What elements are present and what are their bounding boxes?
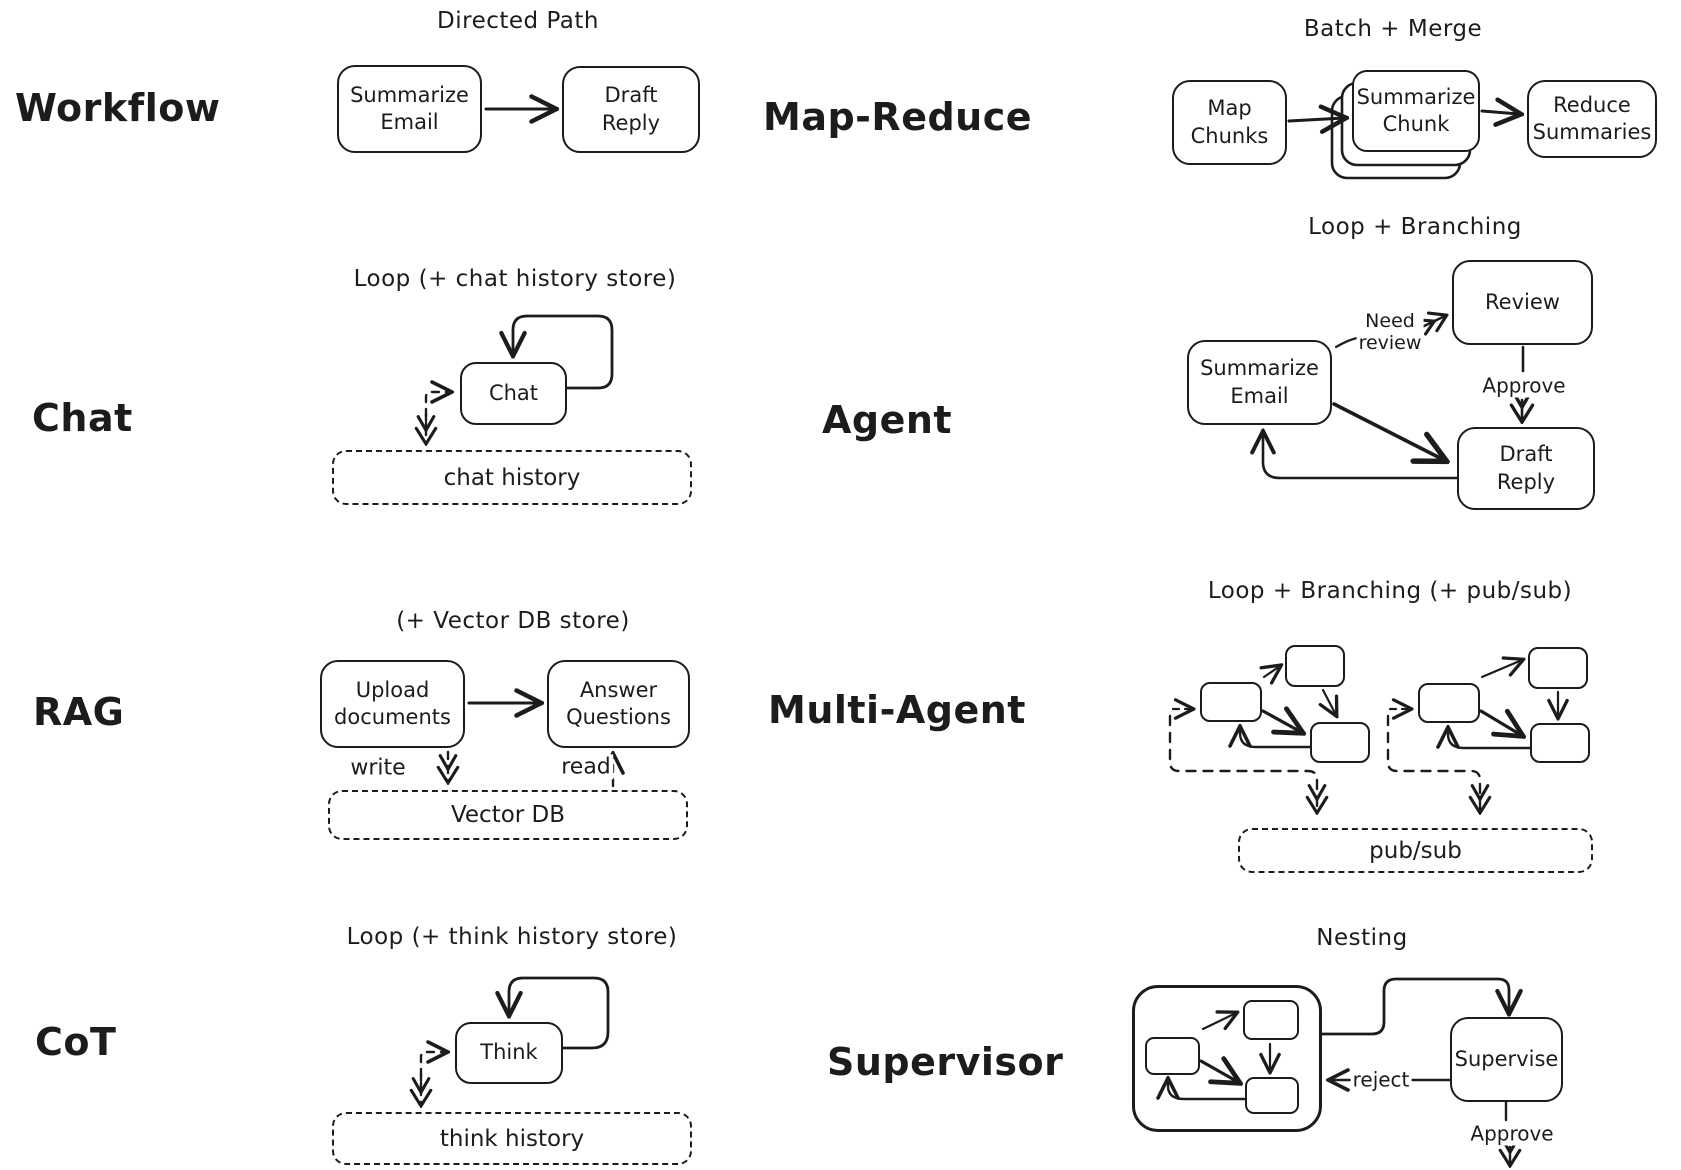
node-chat: Chat (460, 362, 567, 425)
frame-to-supervise-arrow (1320, 977, 1509, 1036)
chat-history-store: chat history (332, 450, 692, 505)
nested-node (1245, 1077, 1299, 1114)
need-review-leader-line (1334, 336, 1359, 349)
rag-arrows (448, 703, 613, 788)
node-answer-questions: Answer Questions (547, 660, 690, 748)
multi-agent-node (1530, 723, 1590, 763)
summarize-to-draft-arrow (1332, 402, 1444, 460)
edge-label-need-review: Need review (1356, 310, 1424, 355)
nested-node (1243, 1000, 1299, 1040)
node-draft-reply: Draft Reply (562, 66, 700, 153)
multi-agent-node (1285, 645, 1345, 687)
nested-node (1145, 1037, 1200, 1075)
summarize-to-reduce-arrow (1480, 111, 1519, 114)
node-supervise: Supervise (1450, 1017, 1563, 1102)
multi-agent-left-cluster-arrows (1168, 666, 1336, 811)
chat-arrows (424, 314, 614, 442)
node-summarize-chunk: Summarize Chunk (1352, 70, 1480, 152)
pubsub-store: pub/sub (1238, 828, 1593, 873)
multi-agent-node (1418, 683, 1480, 723)
multi-agent-right-cluster-arrows (1386, 660, 1558, 811)
nested-loop-arrow (1168, 1080, 1249, 1101)
cluster-arrow (1479, 711, 1521, 735)
cot-arrows (419, 976, 610, 1104)
node-draft-reply-agent: Draft Reply (1457, 427, 1595, 510)
edge-label-supervisor-approve: Approve (1468, 1121, 1556, 1146)
cluster-arrow (1323, 688, 1336, 715)
pattern-label-cot: CoT (35, 1020, 117, 1064)
pattern-label-map-reduce: Map-Reduce (763, 95, 1033, 139)
node-upload-documents: Upload documents (320, 660, 465, 748)
supervisor-title: Nesting (1316, 925, 1408, 951)
node-map-chunks: Map Chunks (1172, 80, 1287, 165)
map-reduce-title: Batch + Merge (1303, 16, 1483, 42)
multi-agent-title: Loop + Branching (+ pub/sub) (1207, 578, 1573, 604)
agent-arrows (1263, 316, 1523, 480)
nested-arrow (1201, 1013, 1236, 1031)
store-to-chat-arrow (424, 392, 450, 432)
think-loop-arrow (509, 976, 610, 1050)
edge-label-approve: Approve (1480, 373, 1568, 398)
pattern-label-workflow: Workflow (15, 86, 221, 130)
pattern-label-agent: Agent (822, 398, 953, 442)
cluster-arrow (1264, 666, 1280, 677)
multi-agent-node (1200, 682, 1262, 722)
vector-db-store: Vector DB (328, 790, 688, 840)
pattern-label-multi-agent: Multi-Agent (768, 688, 1026, 732)
node-reduce-summaries: Reduce Summaries (1527, 80, 1657, 158)
draft-to-summarize-return-arrow (1263, 433, 1459, 480)
cluster-arrow (1261, 711, 1301, 732)
agent-title: Loop + Branching (1308, 214, 1522, 240)
node-review: Review (1452, 260, 1593, 345)
map-reduce-arrows (1287, 111, 1519, 121)
supervisor-arrows (1168, 977, 1510, 1164)
nested-agent-frame (1132, 985, 1322, 1132)
nested-arrow (1199, 1061, 1238, 1082)
edge-label-reject: reject (1350, 1067, 1412, 1092)
map-to-summarize-arrow (1287, 118, 1344, 121)
chat-loop-arrow (513, 314, 614, 390)
edge-label-read: read (559, 754, 613, 780)
cluster-to-pubsub-arrow (1386, 714, 1480, 811)
workflow-title: Directed Path (437, 8, 599, 34)
node-think: Think (455, 1022, 563, 1084)
to-review-arrow (1422, 316, 1445, 327)
multi-agent-node (1528, 647, 1588, 689)
chat-title: Loop (+ chat history store) (353, 266, 677, 292)
pattern-label-rag: RAG (33, 690, 125, 734)
node-summarize-email: Summarize Email (337, 65, 482, 153)
edge-label-write: write (348, 755, 408, 781)
cluster-to-pubsub-arrow (1168, 714, 1317, 811)
node-summarize-email-agent: Summarize Email (1187, 340, 1332, 425)
pattern-label-supervisor: Supervisor (827, 1040, 1064, 1084)
multi-agent-node (1310, 722, 1370, 763)
pattern-label-chat: Chat (32, 396, 133, 440)
store-to-think-arrow (419, 1052, 446, 1092)
cot-title: Loop (+ think history store) (346, 924, 678, 950)
think-history-store: think history (332, 1112, 692, 1165)
cluster-loop-arrow (1448, 729, 1535, 750)
cluster-loop-arrow (1240, 728, 1315, 749)
rag-title: (+ Vector DB store) (396, 608, 630, 634)
cluster-arrow (1480, 660, 1522, 679)
